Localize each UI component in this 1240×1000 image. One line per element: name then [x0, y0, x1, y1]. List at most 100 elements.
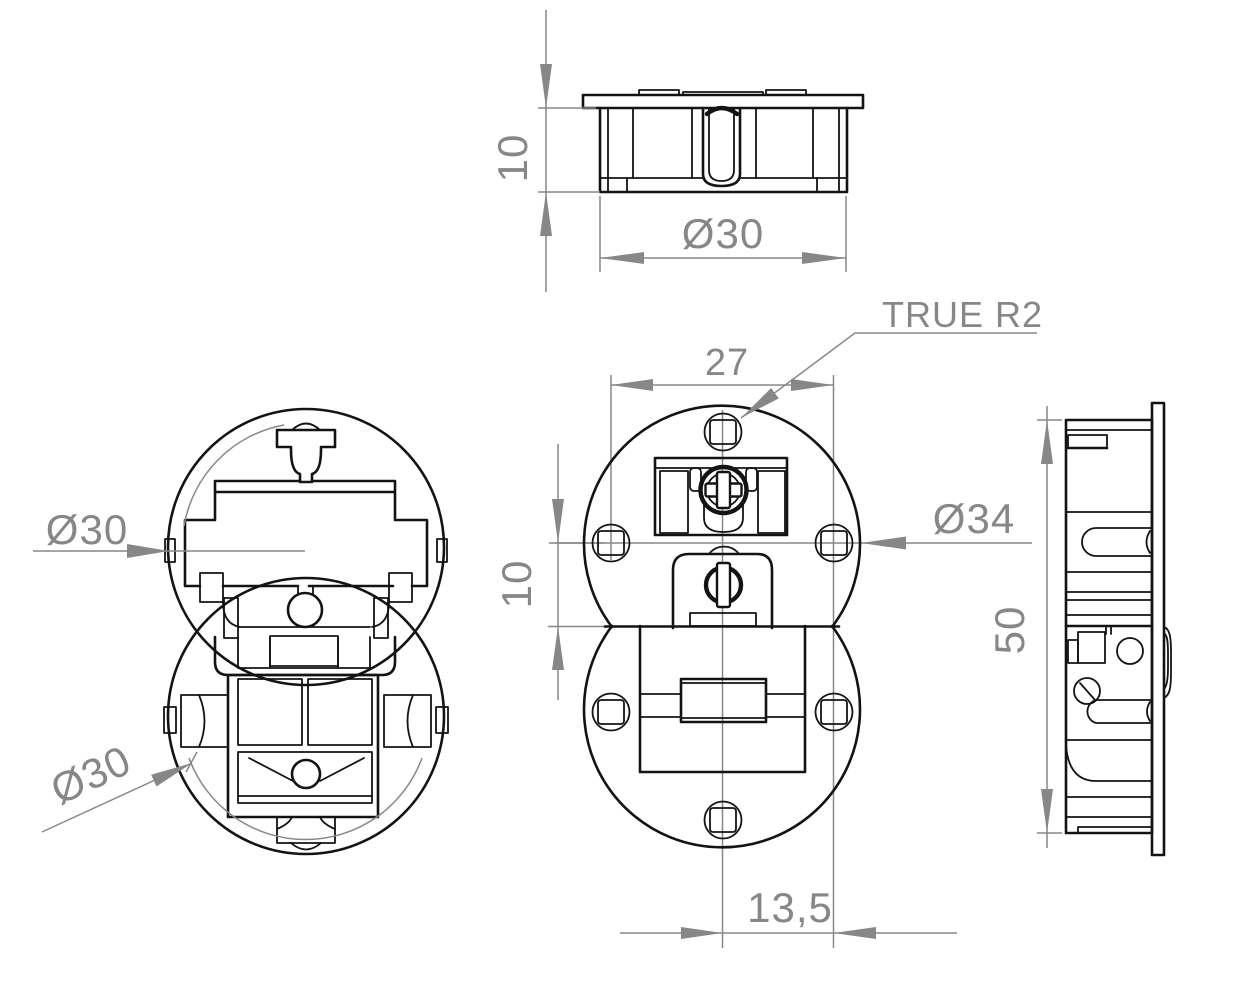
flange-tab: [765, 89, 807, 96]
upper-circle-arc: [582, 404, 862, 629]
fixing-hole: [814, 523, 854, 563]
edge-tab: [436, 538, 448, 563]
fixing-hole: [814, 692, 854, 732]
saddle-center-block: [269, 635, 339, 667]
ball-detent: [286, 591, 324, 629]
side-ear: [180, 694, 229, 748]
pocket-tab: [689, 612, 757, 627]
dim-front-upper-diameter: Ø30: [33, 424, 305, 558]
lower-circle-arc: [582, 624, 862, 849]
arrowhead: [611, 379, 653, 391]
dim-text-top-diameter: Ø30: [682, 210, 764, 257]
side-ear-profile: [198, 694, 206, 748]
v-pocket: [237, 751, 373, 804]
arrowhead: [741, 388, 779, 418]
lower-circle-outline: [166, 576, 446, 856]
latch-bar: [223, 597, 239, 639]
arrowhead: [600, 252, 644, 264]
dim-top-height: 10: [489, 10, 600, 292]
side-ear-profile: [406, 694, 414, 748]
saddle-ribs: [237, 636, 371, 669]
fixing-hole: [591, 692, 631, 732]
cup-bottom-arc: [1065, 743, 1153, 782]
side-profile-geometry: [1064, 401, 1172, 857]
screw-slot: [715, 561, 732, 609]
dim-offset-13-5: 13,5: [620, 884, 957, 939]
bottom-tab: [276, 816, 336, 844]
pocket-step: [1067, 639, 1079, 664]
body-outline: [598, 106, 849, 194]
side-screw-slot: [1079, 682, 1096, 701]
fixing-hole: [591, 523, 631, 563]
back-plate: [1150, 401, 1166, 857]
side-slot: [1081, 527, 1153, 557]
body-wall-lines: [607, 107, 840, 193]
centerlines: [548, 375, 1032, 948]
dim-text-offset-v: 10: [493, 560, 540, 609]
true-circle-arc: [183, 424, 285, 527]
latch-post: [388, 572, 413, 603]
view-top-side: 10 Ø30: [489, 10, 865, 292]
dim-top-diameter: Ø30: [599, 196, 847, 272]
fixing-hole: [703, 412, 743, 452]
arrowhead: [552, 499, 564, 543]
anchor-cutout: [275, 428, 337, 484]
screw-cap-arc: [704, 105, 740, 117]
arrowhead: [802, 252, 846, 264]
arrowhead: [861, 536, 906, 550]
cam-housing: [653, 456, 789, 537]
flange-tab: [638, 89, 680, 96]
arrowhead: [540, 192, 552, 236]
dim-text-upper-diameter: Ø30: [46, 506, 128, 553]
anchor-dome: [291, 422, 321, 431]
note-true-r2: TRUE R2: [740, 294, 1043, 419]
housing-pocket: [237, 678, 303, 746]
latch-post: [199, 572, 224, 603]
dim-diameter-34: Ø34: [861, 495, 1014, 550]
front-detail-geometry: [582, 404, 862, 849]
arrowhead: [127, 544, 169, 558]
top-side-geometry: [581, 89, 865, 194]
latch-fillets: [222, 585, 390, 628]
dim-text-width: 27: [705, 342, 749, 384]
view-side-profile: 50: [986, 401, 1172, 857]
view-front-detail: 27 TRUE R2 Ø34 10 13,5: [493, 294, 1043, 948]
center-slot-outer: [701, 106, 742, 188]
latch-block: [679, 677, 768, 724]
pin-hole: [1116, 637, 1144, 665]
housing-pocket: [307, 678, 373, 746]
dim-side-height-50: 50: [986, 406, 1062, 848]
cam-screw: [698, 464, 749, 516]
seam-marks: [1105, 625, 1112, 635]
arrowhead: [833, 927, 876, 939]
true-circle-arc: [188, 757, 423, 841]
v-pocket-pin: [290, 758, 322, 790]
side-screw: [1073, 677, 1101, 705]
arrowhead: [151, 763, 192, 787]
latch-bar: [373, 597, 389, 639]
view-front-open: Ø30 Ø30: [33, 407, 449, 856]
pocket-outline: [183, 479, 429, 588]
bottom-tab-profile: [276, 816, 336, 851]
v-notch: [237, 757, 373, 797]
arrowhead: [791, 379, 834, 391]
arrowhead: [681, 927, 723, 939]
pocket-step: [1077, 631, 1106, 664]
cam-cross-slot: [715, 470, 732, 510]
fixing-hole: [703, 800, 743, 840]
upper-circle-outline: [166, 407, 446, 687]
dim-width-27: 27: [611, 342, 834, 391]
note-text-true-r2: TRUE R2: [882, 294, 1043, 335]
edge-tab: [435, 706, 449, 734]
dim-offset-10: 10: [493, 444, 564, 700]
dim-text-lower-diameter: Ø30: [44, 736, 139, 813]
center-slot-inner: [708, 107, 735, 182]
arrowhead: [540, 64, 552, 108]
side-clip: [1163, 626, 1172, 699]
corner-blocks: [626, 177, 818, 193]
flange-tab: [682, 91, 764, 96]
side-slot: [1086, 699, 1153, 724]
dim-text-side-height: 50: [986, 606, 1033, 655]
arrowhead: [1041, 420, 1053, 464]
